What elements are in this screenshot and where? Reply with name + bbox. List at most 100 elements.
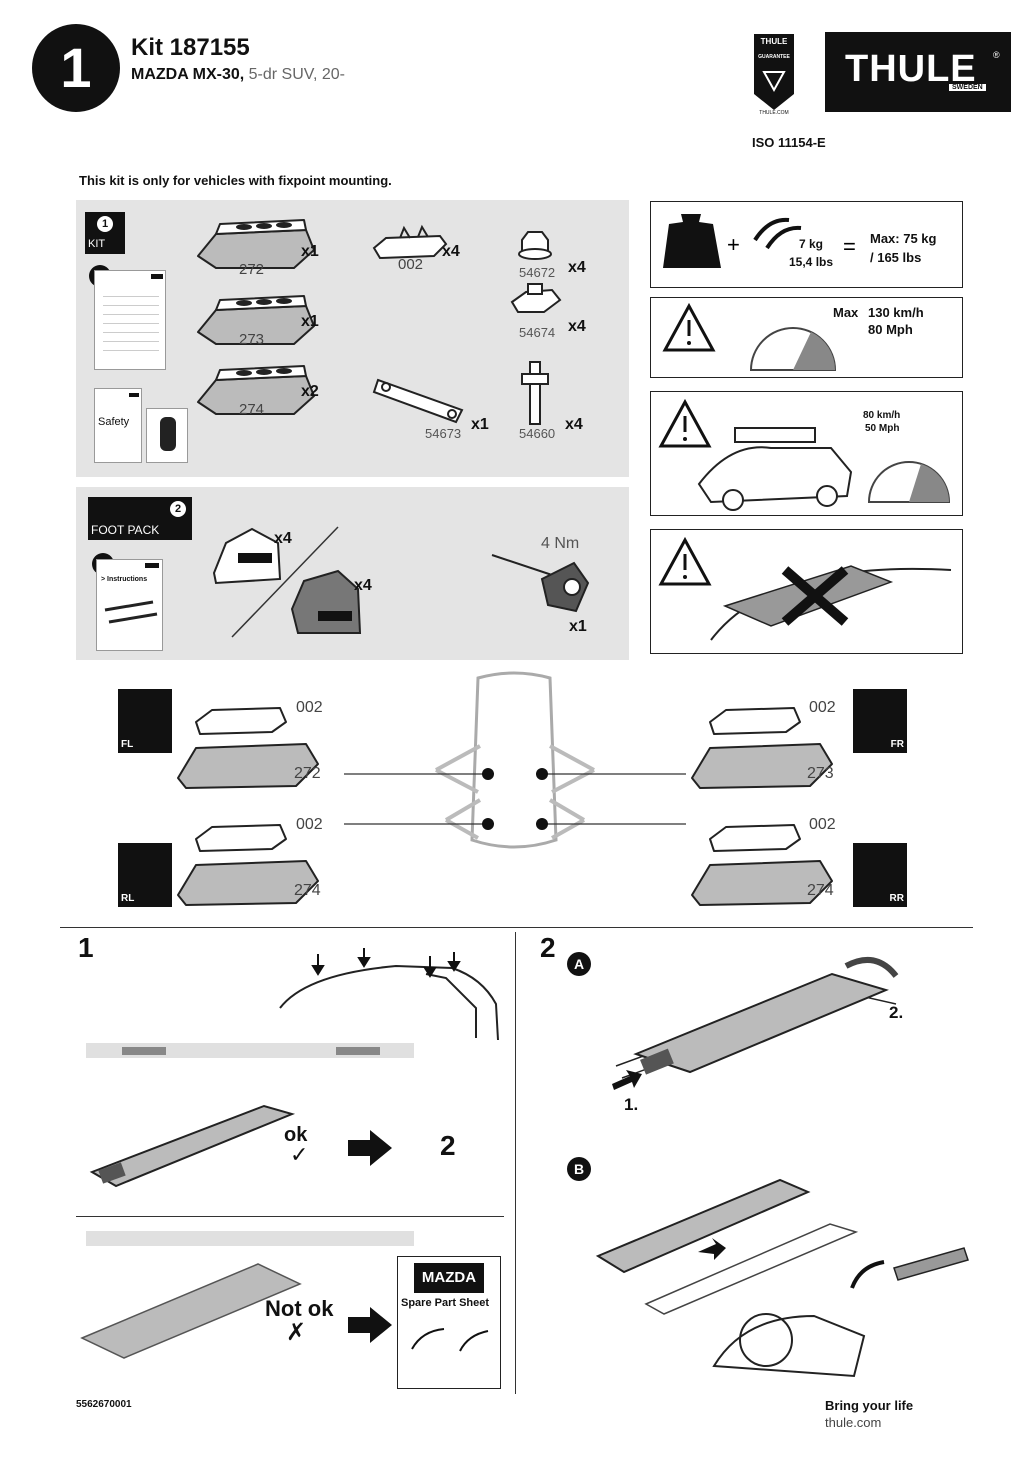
action-2-label: 2. — [889, 1003, 904, 1022]
foot-booklet-label: > Instructions — [101, 576, 148, 583]
position-label-rl: RL — [121, 893, 135, 904]
roof-bars-icon — [104, 600, 158, 624]
check-icon: ✓ — [290, 1142, 309, 1167]
fl-bracket-code: 002 — [296, 699, 323, 716]
foot-pack-panel: 2 FOOT PACK 2 > Instructions x4 x4 4 Nm … — [76, 487, 629, 660]
part-qty-54672: x4 — [568, 259, 586, 276]
kit-badge: 1 KIT — [85, 212, 125, 254]
torque-value: 4 Nm — [541, 535, 580, 552]
svg-text:=: = — [843, 234, 856, 259]
spare-part-sheet-card: MAZDA Spare Part Sheet — [397, 1256, 501, 1389]
position-tile-fr: FR — [853, 689, 907, 753]
bar-weight-kg: 7 kg — [799, 237, 824, 251]
part-code-273: 273 — [239, 331, 265, 348]
brand-logo-text: THULE — [845, 48, 977, 90]
footer-url[interactable]: thule.com — [825, 1415, 882, 1430]
guarantee-top-text: THULE — [760, 37, 788, 46]
fixpoint-feet-drawing — [212, 526, 362, 638]
step1-number: 1 — [78, 932, 94, 963]
page-number-badge: 1 — [32, 24, 120, 112]
step2b-badge: B — [567, 1157, 591, 1181]
section-divider-horizontal — [60, 927, 973, 928]
part-qty-272: x1 — [301, 243, 319, 260]
safety-car-card — [146, 408, 188, 463]
step2a-cover-removal-drawing — [612, 956, 899, 1090]
go-to-step-2: 2 — [440, 1130, 456, 1161]
brand-sub-text: SWEDEN — [949, 84, 986, 91]
part-code-274: 274 — [239, 401, 265, 418]
part-qty-002: x4 — [442, 243, 460, 260]
foot-pack-badge-label: FOOT PACK — [91, 523, 160, 537]
speed-max-label: Max — [833, 305, 859, 320]
max-speed-icons — [662, 302, 837, 371]
part-qty-54673: x1 — [471, 416, 489, 433]
rl-pad-code: 274 — [294, 882, 321, 899]
bracket-002-drawing — [372, 224, 448, 260]
car-topview-icon — [160, 417, 176, 451]
foot-pack-badge-number: 2 — [170, 501, 186, 517]
max-speed-mph: 80 Mph — [868, 322, 913, 337]
no-direct-roof-load-icons — [658, 536, 952, 641]
part-qty-274: x2 — [301, 383, 319, 400]
plate-54673-drawing — [372, 378, 464, 424]
part-code-54674: 54674 — [519, 325, 556, 340]
iso-label: ISO 11154-E — [752, 135, 826, 150]
position-label-rr: RR — [889, 893, 904, 904]
guarantee-logo: THULE GUARANTEE THULE.COM — [752, 32, 796, 116]
step2b-store-cover-drawing — [595, 1178, 969, 1378]
step1-ok-label: ok — [284, 1124, 308, 1146]
fr-bracket-code: 002 — [809, 699, 836, 716]
fr-pad-code: 273 — [807, 765, 834, 782]
part-code-54660: 54660 — [519, 426, 556, 441]
mazda-logo-label: MAZDA — [414, 1263, 484, 1293]
loaded-speed-box: 80 km/h 50 Mph — [650, 391, 963, 516]
torque-tool-icon — [491, 554, 590, 613]
guarantee-mid-text: GUARANTEE — [758, 54, 790, 60]
spare-part-sheet-label: Spare Part Sheet — [401, 1297, 490, 1309]
part-code-272: 272 — [239, 261, 265, 278]
fixpoint-note: This kit is only for vehicles with fixpo… — [79, 173, 392, 188]
rr-pad-code: 274 — [807, 882, 834, 899]
thule-brand-logo: THULE SWEDEN ® — [825, 32, 1011, 112]
max-load-kg: Max: 75 kg — [870, 231, 937, 246]
cross-icon: ✗ — [286, 1319, 307, 1346]
rr-bracket-code: 002 — [809, 816, 836, 833]
hardware-drawing — [510, 231, 562, 425]
guarantee-shield-icon — [754, 34, 794, 110]
loaded-speed-kmh: 80 km/h — [863, 410, 901, 421]
arrow-right-icon — [348, 1130, 392, 1166]
part-code-002: 002 — [398, 256, 424, 273]
position-label-fl: FL — [121, 739, 134, 750]
step1-roof-arrows-drawing — [279, 948, 499, 1041]
no-roof-load-box — [650, 529, 963, 654]
position-tile-rl: RL — [118, 843, 172, 907]
max-speed-box: Max 130 km/h 80 Mph — [650, 297, 963, 378]
part-qty-273: x1 — [301, 313, 319, 330]
rl-bracket-code: 002 — [296, 816, 323, 833]
placement-diagram — [177, 671, 833, 906]
step1-cover-notok-drawing — [80, 1263, 302, 1359]
step1-roof-strip — [86, 1043, 414, 1058]
arrow-right-icon-2 — [348, 1307, 392, 1343]
kit-title: Kit 187155 — [131, 34, 250, 61]
fixpoint-pads-drawing — [197, 219, 315, 415]
part-qty-54674: x4 — [568, 318, 586, 335]
max-speed-kmh: 130 km/h — [868, 305, 924, 320]
load-capacity-box: + = 7 kg 15,4 lbs Max: 75 kg / 165 lbs — [650, 201, 963, 288]
kit-badge-number: 1 — [97, 216, 113, 232]
guarantee-bottom-text: THULE.COM — [759, 110, 789, 116]
safety-label: Safety — [98, 416, 130, 428]
registered-mark-icon: ® — [993, 50, 1000, 60]
roof-strip-parts-icon — [411, 1328, 489, 1352]
position-label-fr: FR — [890, 739, 904, 750]
kit-panel: 1 KIT 1 Safety 272 x1 273 x1 27 — [76, 200, 629, 477]
vehicle-detail: 5-dr SUV, 20- — [248, 66, 345, 83]
max-load-lbs: / 165 lbs — [870, 250, 922, 265]
position-tile-fl: FL — [118, 689, 172, 753]
part-qty-54660: x4 — [565, 416, 583, 433]
part-code-54673: 54673 — [425, 426, 462, 441]
vehicle-line: MAZDA MX-30, 5-dr SUV, 20- — [131, 66, 345, 84]
step1-divider — [76, 1216, 504, 1217]
part-code-54672: 54672 — [519, 265, 556, 280]
safety-booklet-thumb: Safety — [94, 388, 142, 463]
